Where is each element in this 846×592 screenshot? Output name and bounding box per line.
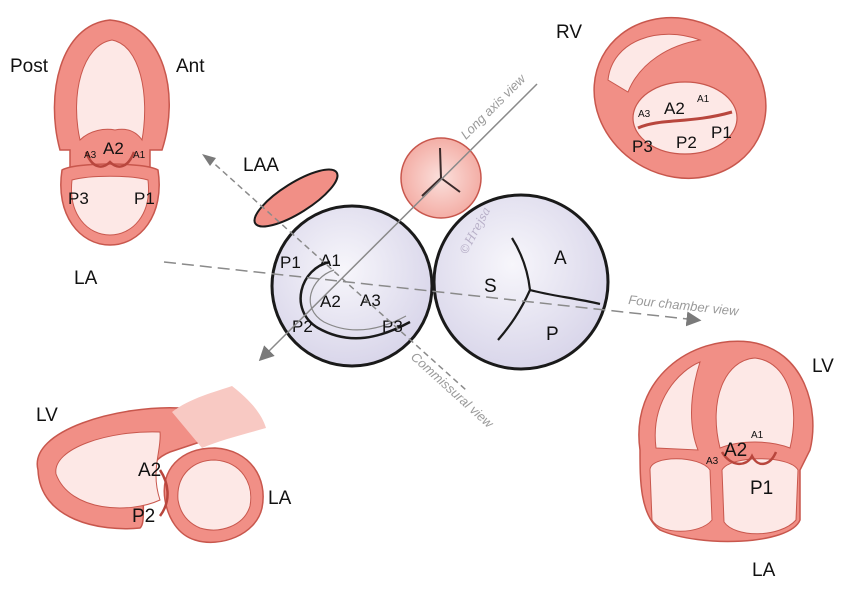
tricuspid-top-commissures [421, 147, 461, 197]
label-p1-tr: P1 [711, 123, 732, 142]
label-four-chamber-view: Four chamber view [628, 292, 741, 319]
label-la-bl: LA [268, 488, 292, 509]
long-axis-line [258, 83, 538, 362]
aortic-valve-ring [432, 193, 610, 371]
label-post: Post [10, 56, 49, 77]
label-p2-c: P2 [292, 317, 313, 336]
label-ant: Ant [176, 56, 205, 77]
label-p3-tr: P3 [632, 137, 653, 156]
left-atrium-cavity [70, 175, 150, 236]
label-p: P [546, 324, 559, 345]
mitral-leaflets-br [720, 451, 778, 465]
label-p2-bl: P2 [132, 506, 155, 527]
label-a3-c: A3 [360, 291, 381, 310]
mitral-leaflets-top-left [84, 151, 136, 168]
mitral-valve-ring [270, 204, 434, 368]
label-a1-tr: A1 [697, 94, 710, 105]
label-a2-bl: A2 [138, 460, 161, 481]
right-atrium-br [649, 458, 713, 532]
label-p1-tl: P1 [134, 189, 155, 208]
panel-top-right: RV A3 A2 A1 P3 P2 P1 [556, 16, 767, 180]
aortic-commissures [497, 237, 601, 341]
label-p3-c: P3 [382, 317, 403, 336]
label-a3-tr: A3 [638, 109, 651, 120]
label-la-tl: LA [74, 268, 98, 289]
center-valve-view: LAA P1 A1 A2 A3 P2 P3 S A P ©Hrejsa [243, 137, 610, 371]
left-ventricle-cavity-br [715, 357, 795, 449]
label-p3-tl: P3 [68, 189, 89, 208]
label-a2-tl: A2 [103, 139, 124, 158]
label-a1-br: A1 [751, 430, 764, 441]
label-lv-bl: LV [36, 405, 58, 426]
right-ventricle-cavity [607, 33, 702, 93]
label-p1-br: P1 [750, 478, 773, 499]
commissural-arrow [202, 154, 216, 166]
label-long-axis-view: Long axis view [458, 70, 530, 142]
label-a1-tl: A1 [133, 150, 146, 161]
label-p1-c: P1 [280, 253, 301, 272]
label-la-br: LA [752, 560, 776, 581]
label-a1-c: A1 [320, 251, 341, 270]
label-a2-c: A2 [320, 292, 341, 311]
panel-top-left: Post Ant A3 A2 A1 P3 P1 LA [10, 19, 205, 289]
label-p2-tr: P2 [676, 133, 697, 152]
label-a: A [554, 248, 567, 269]
left-atrium-br [721, 458, 799, 535]
label-s: S [484, 276, 497, 297]
left-atrial-appendage [253, 168, 339, 228]
label-rv: RV [556, 22, 582, 43]
aortic-root-bl [172, 386, 266, 448]
panel-bottom-right: LV A3 A2 A1 P1 LA [638, 340, 834, 581]
left-atrium-cavity-bl [177, 459, 252, 531]
label-laa: LAA [243, 155, 279, 176]
mitral-orifice-top-right [632, 81, 738, 155]
panel-bottom-left: LV A2 P2 LA [36, 386, 292, 544]
commissural-line [207, 157, 467, 391]
left-ventricle-cavity [76, 39, 146, 142]
label-a3-tl: A3 [84, 150, 97, 161]
right-ventricle-cavity-br [654, 361, 701, 451]
label-a3-br: A3 [706, 456, 719, 467]
label-a2-br: A2 [724, 440, 747, 461]
mitral-coaptation-curve-inner [309, 269, 407, 331]
mitral-leaflets-bl [158, 469, 169, 517]
label-lv-br: LV [812, 356, 834, 377]
mitral-coaptation-curve [299, 260, 411, 340]
left-ventricle-cavity-bl [55, 431, 161, 509]
label-a2-tr: A2 [664, 99, 685, 118]
mitral-coaptation-line [637, 110, 733, 130]
